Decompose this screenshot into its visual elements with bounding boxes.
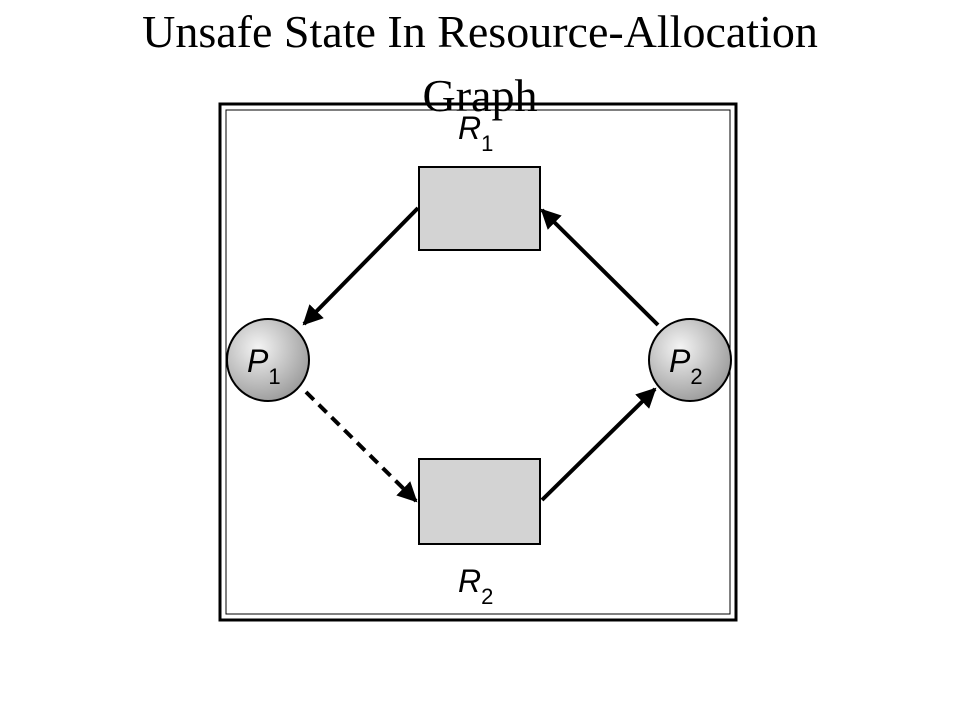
edge-p1-to-r2-claim: [304, 390, 418, 503]
resource-r2-box: [418, 458, 541, 545]
title-line-1: Unsafe State In Resource-Allocation: [142, 6, 818, 57]
resource-r1-label: R1: [458, 110, 493, 156]
slide-title: Unsafe State In Resource-Allocation Grap…: [80, 0, 880, 128]
resource-r1-box: [418, 166, 541, 251]
title-line-2: Graph: [422, 70, 538, 121]
process-p1-node: [226, 318, 310, 402]
process-p2-node: [648, 318, 732, 402]
edge-r1-to-p1: [302, 206, 420, 326]
diagram-frame-outer: [218, 102, 738, 622]
resource-r2-label: R2: [458, 563, 493, 609]
edge-r2-to-p2: [540, 387, 657, 502]
edge-p2-to-r1: [540, 208, 660, 327]
process-p1-label: P1: [247, 343, 281, 389]
process-p2-label: P2: [669, 343, 703, 389]
